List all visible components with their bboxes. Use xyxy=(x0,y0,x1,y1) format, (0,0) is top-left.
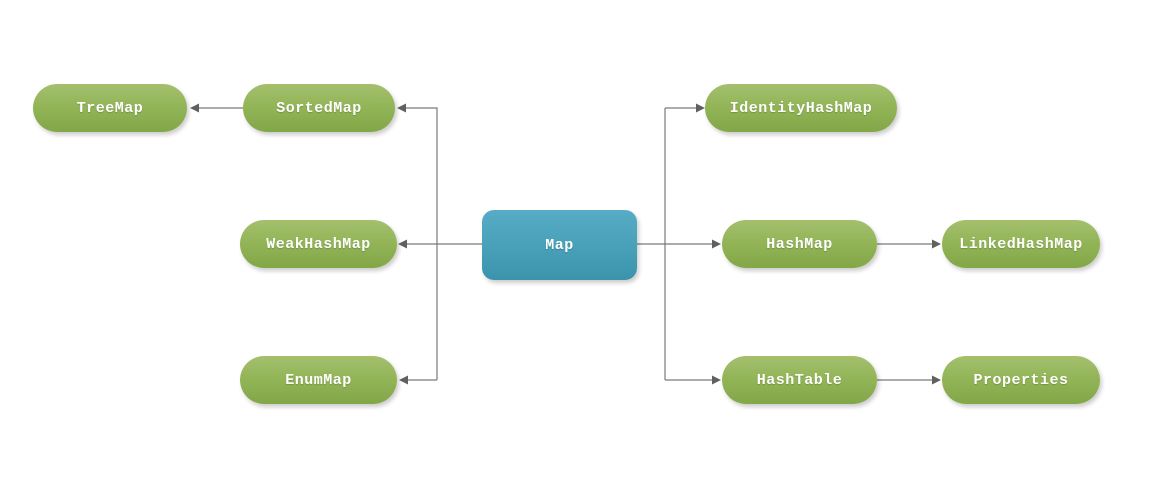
arrowhead-properties xyxy=(932,375,941,385)
node-hashmap-label: HashMap xyxy=(766,235,833,253)
node-weakhashmap-label: WeakHashMap xyxy=(266,235,371,253)
node-hashmap[interactable]: HashMap xyxy=(722,220,877,268)
node-treemap-label: TreeMap xyxy=(76,99,144,117)
node-sortedmap[interactable]: SortedMap xyxy=(243,84,395,132)
node-linkedhashmap[interactable]: LinkedHashMap xyxy=(942,220,1100,268)
node-hashtable[interactable]: HashTable xyxy=(722,356,877,404)
node-map[interactable]: Map xyxy=(482,210,637,280)
node-linkedhashmap-label: LinkedHashMap xyxy=(959,235,1083,253)
arrowhead-sortedmap xyxy=(397,103,406,113)
node-treemap[interactable]: TreeMap xyxy=(33,84,187,132)
arrowhead-identityhashmap xyxy=(696,103,705,113)
arrowhead-enummap xyxy=(399,375,408,385)
node-enummap[interactable]: EnumMap xyxy=(240,356,397,404)
arrowhead-hashmap xyxy=(712,239,721,249)
node-hashtable-label: HashTable xyxy=(756,371,843,389)
node-enummap-label: EnumMap xyxy=(285,371,352,389)
node-map-label: Map xyxy=(545,236,574,254)
arrowhead-treemap xyxy=(190,103,199,113)
arrowhead-weakhashmap xyxy=(398,239,407,249)
node-identityhashmap[interactable]: IdentityHashMap xyxy=(705,84,897,132)
node-properties-label: Properties xyxy=(973,371,1069,389)
arrowhead-linkedhashmap xyxy=(932,239,941,249)
node-identityhashmap-label: IdentityHashMap xyxy=(729,99,873,117)
edge-map-sortedmap-trunk xyxy=(405,107,438,380)
node-sortedmap-label: SortedMap xyxy=(276,99,362,117)
node-properties[interactable]: Properties xyxy=(942,356,1100,404)
node-weakhashmap[interactable]: WeakHashMap xyxy=(240,220,397,268)
arrowhead-hashtable xyxy=(712,375,721,385)
